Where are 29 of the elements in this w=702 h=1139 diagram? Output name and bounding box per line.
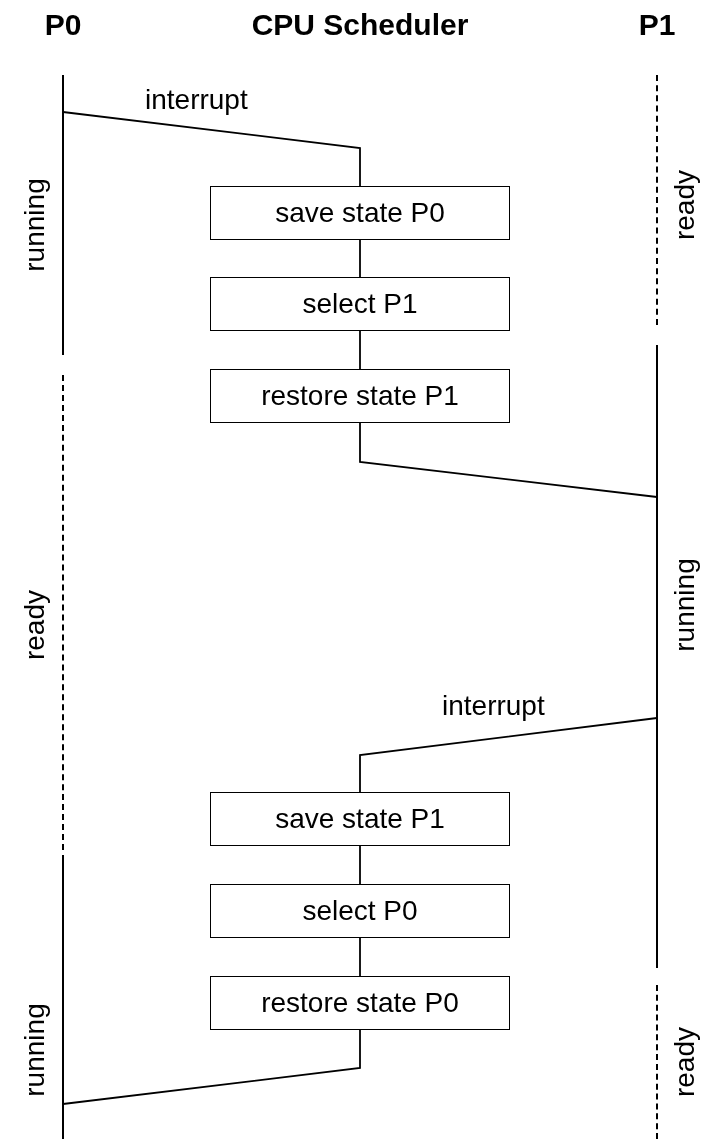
state-label: running — [19, 178, 51, 272]
dashed-lifeline — [656, 985, 658, 1139]
state-label: ready — [669, 170, 701, 240]
process-box: save state P1 — [210, 792, 510, 846]
lifeline — [656, 345, 658, 968]
connector-line — [62, 1029, 361, 1105]
lifeline — [62, 75, 64, 355]
process-box: select P1 — [210, 277, 510, 331]
connector-line — [359, 937, 361, 977]
column-header: P0 — [44, 8, 82, 42]
column-header: CPU Scheduler — [251, 8, 469, 42]
dashed-lifeline — [62, 375, 64, 850]
process-box: restore state P1 — [210, 369, 510, 423]
column-header: P1 — [638, 8, 676, 42]
connector-line — [359, 845, 361, 885]
dashed-lifeline — [656, 75, 658, 325]
connector-line — [359, 717, 658, 793]
connector-line — [359, 330, 361, 370]
connector-line — [359, 422, 658, 498]
process-box: save state P0 — [210, 186, 510, 240]
process-box: restore state P0 — [210, 976, 510, 1030]
connector-line — [359, 239, 361, 278]
process-box: select P0 — [210, 884, 510, 938]
connector-line — [62, 111, 361, 187]
lifeline — [62, 855, 64, 1139]
state-label: ready — [669, 1027, 701, 1097]
state-label: running — [19, 1003, 51, 1097]
state-label: running — [669, 558, 701, 652]
state-label: ready — [19, 590, 51, 660]
